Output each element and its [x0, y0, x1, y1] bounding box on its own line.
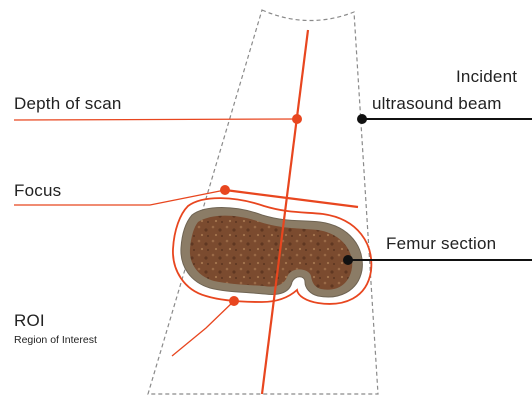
focus-line [225, 190, 358, 207]
label-ultrasound-beam: ultrasound beam [372, 95, 502, 112]
label-depth-of-scan: Depth of scan [14, 95, 122, 112]
label-roi: ROI [14, 312, 45, 329]
label-femur-section: Femur section [386, 235, 496, 252]
femur-dot [343, 255, 353, 265]
label-roi-subtitle: Region of Interest [14, 335, 97, 346]
depth-leader [14, 119, 297, 120]
label-focus: Focus [14, 182, 61, 199]
roi-leader [172, 301, 234, 356]
femur-cross-section [181, 208, 362, 297]
focus-dot [220, 185, 230, 195]
scan-field-outline [148, 10, 378, 394]
label-incident: Incident [456, 68, 517, 85]
roi-dot [229, 296, 239, 306]
incident-dot [357, 114, 367, 124]
depth-dot [292, 114, 302, 124]
